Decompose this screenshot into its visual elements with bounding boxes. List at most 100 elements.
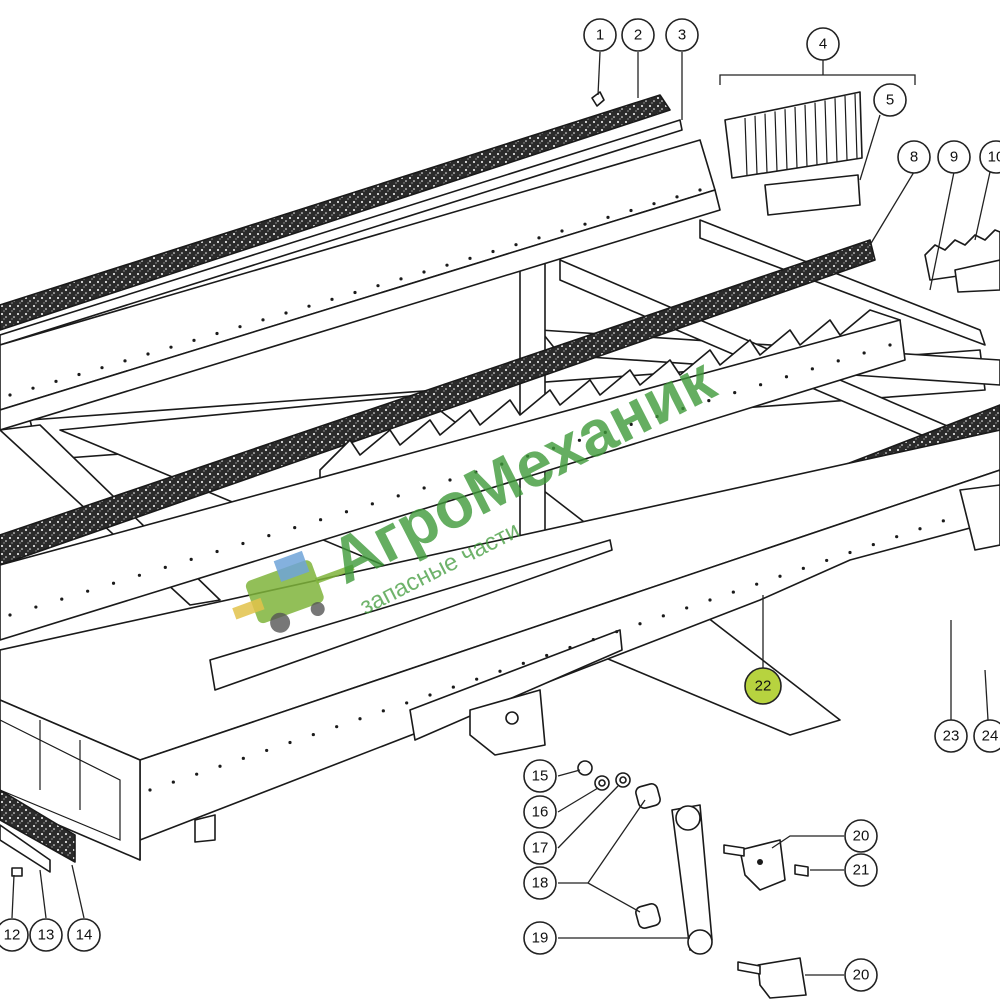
bolt-hole — [34, 605, 38, 609]
combine-harvester-icon — [232, 550, 355, 633]
corrugation-line — [854, 93, 858, 159]
callouts: 1 2 3 4 5 8 9 10 12 13 14 15 16 17 18 19… — [0, 18, 1000, 992]
callout-19: 19 — [523, 921, 557, 955]
bolt-hole — [376, 284, 380, 288]
bolt-hole — [189, 557, 193, 562]
callout-21: 21 — [844, 853, 878, 887]
bolt-hole — [685, 606, 689, 610]
bushing-18a — [635, 783, 661, 809]
bolt-hole — [123, 359, 127, 363]
bolt-hole — [31, 386, 35, 390]
callout-label: 8 — [910, 149, 918, 166]
callout-label: 12 — [4, 927, 21, 944]
corrugated-panel-4 — [724, 91, 863, 179]
bolt-hole — [344, 510, 349, 514]
corrugation-line — [784, 109, 788, 170]
bolt-hole — [661, 614, 665, 618]
bolt-hole — [560, 229, 564, 233]
bolt-hole — [603, 430, 607, 434]
bolt-hole — [778, 574, 782, 578]
bolt-hole — [862, 351, 866, 355]
callout-3: 3 — [665, 18, 699, 52]
bolt-hole — [77, 372, 81, 377]
bolt-hole — [591, 637, 595, 642]
bolt-hole — [307, 304, 311, 308]
bushing-18b — [635, 903, 661, 929]
callout-9: 9 — [937, 140, 971, 174]
rubber-strip-14 — [0, 789, 76, 863]
bolt-hole — [606, 215, 610, 219]
bolt-hole — [86, 589, 90, 593]
bolt-hole — [615, 630, 619, 634]
callout-15: 15 — [523, 759, 557, 793]
callout-22-highlighted: 22 — [744, 667, 782, 705]
bolt-hole — [218, 764, 222, 768]
callout-8: 8 — [897, 140, 931, 174]
bolt-hole — [335, 725, 339, 729]
bolt-hole — [54, 379, 58, 383]
callout-label: 15 — [532, 768, 549, 785]
bolt-1 — [591, 91, 605, 107]
callout-label: 24 — [982, 728, 999, 745]
bolt-hole — [468, 256, 472, 260]
bolt-hole — [848, 550, 852, 555]
bolt-hole — [895, 535, 899, 539]
bolt-hole — [8, 613, 12, 617]
bolt-hole — [755, 582, 759, 586]
bolt-hole — [100, 366, 104, 370]
bolt-hole — [318, 518, 323, 522]
bolt-hole — [370, 502, 374, 506]
bolt-hole — [405, 701, 409, 705]
seal-strip-3 — [0, 119, 683, 346]
callout-label: 3 — [678, 27, 686, 44]
bolt-hole — [238, 325, 242, 329]
bolt-hole — [707, 398, 711, 403]
callout-label: 20 — [853, 828, 870, 845]
callout-13: 13 — [29, 918, 63, 952]
bolt-hole — [445, 263, 449, 267]
plate-5 — [764, 174, 861, 216]
bolt-hole — [810, 367, 814, 371]
callout-label: 13 — [38, 927, 55, 944]
bolt-hole — [498, 669, 502, 673]
bolt-hole — [577, 438, 582, 442]
bolt-hole — [241, 541, 245, 546]
corrugation-line — [804, 104, 808, 167]
callout-label: 22 — [755, 678, 772, 695]
callout-20a: 20 — [844, 819, 878, 853]
bolt-hole — [422, 486, 426, 490]
bolt-hole — [288, 740, 292, 745]
lower-left-section — [0, 699, 216, 877]
bolt-hole — [638, 622, 642, 626]
bolt-hole — [474, 470, 478, 474]
bolt-hole — [261, 318, 265, 322]
callout-16: 16 — [523, 795, 557, 829]
nut-15 — [577, 760, 593, 776]
leader-lines — [11, 51, 991, 976]
corrugation-line — [834, 98, 838, 162]
callout-label: 10 — [988, 149, 1000, 166]
bolt-hole — [568, 645, 572, 650]
corrugation-line — [774, 111, 778, 172]
callout-label: 5 — [886, 92, 894, 109]
callout-label: 16 — [532, 804, 549, 821]
bolt-hole — [169, 345, 173, 349]
callout-label: 18 — [532, 875, 549, 892]
callout-label: 4 — [819, 36, 827, 53]
bolt-hole — [163, 565, 167, 569]
bolt-hole — [215, 331, 219, 336]
bolt-hole — [629, 422, 633, 427]
bracket-20b — [757, 957, 807, 999]
linkage-hardware — [577, 760, 809, 999]
bolt-hole — [731, 590, 735, 594]
callout-2: 2 — [621, 18, 655, 52]
bolt-hole — [475, 677, 479, 681]
bolt-hole — [801, 566, 805, 570]
bolt-hole — [146, 352, 150, 356]
bolt-hole — [758, 383, 763, 387]
bolt-hole — [358, 717, 362, 721]
bolt-hole — [871, 542, 875, 547]
bolt-hole — [192, 338, 196, 342]
